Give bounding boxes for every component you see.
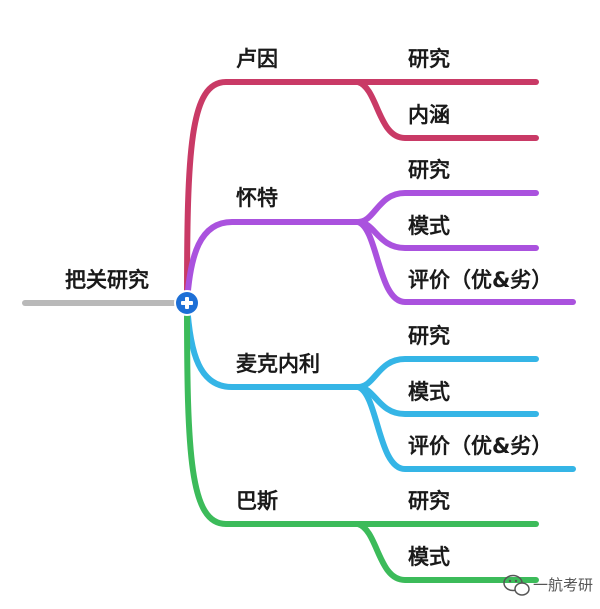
plus-icon	[181, 297, 193, 309]
root-label: 把关研究	[65, 268, 149, 292]
branch-luyin[interactable]: 卢因 研究 内涵	[184, 47, 539, 306]
branch-label: 巴斯	[236, 489, 278, 513]
leaf-connector	[355, 521, 539, 583]
branch-label: 麦克内利	[236, 352, 320, 376]
branch-maikeneili[interactable]: 麦克内利 研究 模式 评价（优&劣）	[184, 300, 576, 472]
leaf-label: 评价（优&劣）	[408, 434, 552, 458]
watermark: 一航考研	[503, 574, 593, 596]
leaf-node[interactable]: 研究	[355, 158, 539, 225]
leaf-node[interactable]: 模式	[355, 380, 539, 417]
branch-connector	[184, 300, 361, 527]
leaf-node[interactable]: 模式	[355, 214, 539, 251]
leaf-node[interactable]: 模式	[355, 521, 539, 583]
leaf-label: 研究	[408, 489, 450, 513]
leaf-connector	[355, 384, 576, 472]
leaf-node[interactable]: 研究	[355, 47, 539, 85]
branch-label: 卢因	[236, 47, 278, 71]
leaf-node[interactable]: 评价（优&劣）	[355, 219, 576, 305]
watermark-text: 一航考研	[533, 576, 593, 594]
leaf-label: 模式	[408, 214, 450, 238]
branch-connector	[184, 219, 361, 306]
root-node[interactable]: 把关研究	[22, 268, 189, 306]
branch-label: 怀特	[236, 186, 278, 210]
leaf-label: 研究	[408, 324, 450, 348]
branch-basi[interactable]: 巴斯 研究 模式	[184, 300, 539, 583]
leaf-node[interactable]: 研究	[355, 489, 539, 527]
leaf-label: 模式	[408, 380, 450, 404]
wechat-icon	[503, 574, 530, 596]
leaf-connector	[355, 79, 539, 141]
expand-button[interactable]	[174, 290, 200, 316]
leaf-label: 研究	[408, 47, 450, 71]
branch-huaite[interactable]: 怀特 研究 模式 评价（优&劣）	[184, 158, 576, 306]
leaf-connector	[355, 219, 576, 305]
leaf-label: 研究	[408, 158, 450, 182]
leaf-label: 内涵	[408, 103, 450, 127]
leaf-node[interactable]: 内涵	[355, 79, 539, 141]
leaf-node[interactable]: 评价（优&劣）	[355, 384, 576, 472]
branch-connector	[184, 79, 361, 306]
leaf-node[interactable]: 研究	[355, 324, 539, 390]
leaf-label: 模式	[408, 545, 450, 569]
leaf-label: 评价（优&劣）	[408, 268, 552, 292]
